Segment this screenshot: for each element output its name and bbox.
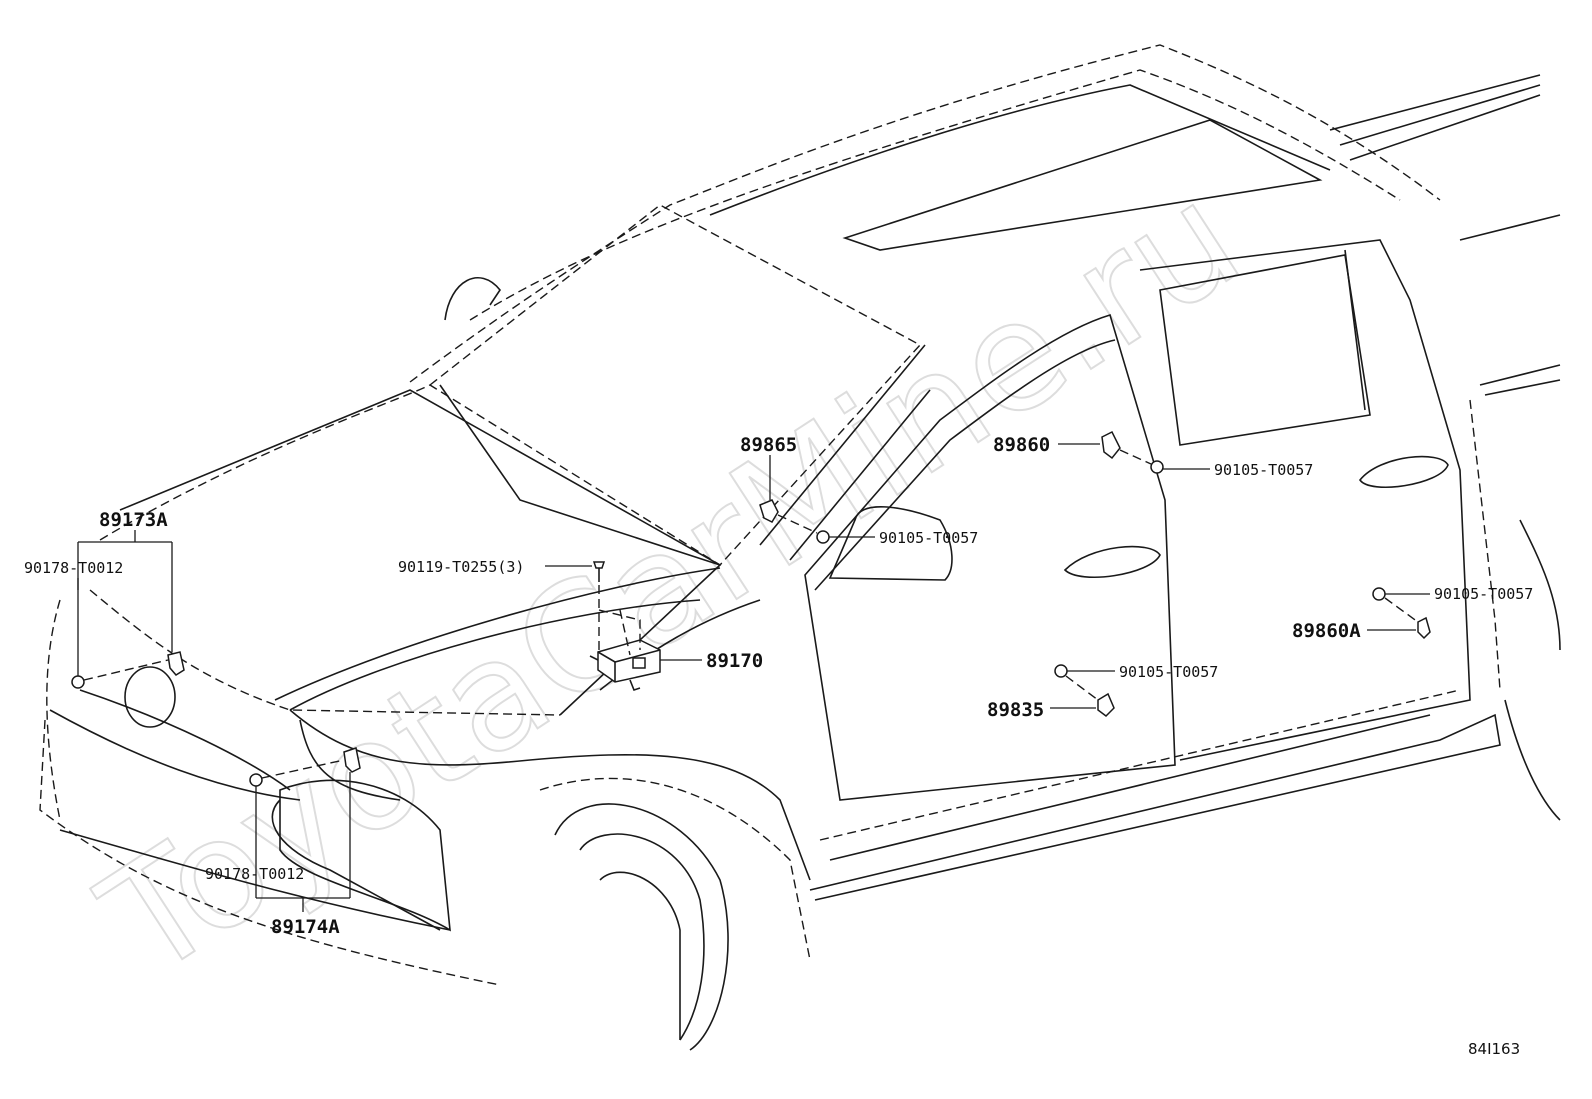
label-90105-b: 90105-T0057 — [1214, 461, 1313, 479]
label-90105-a: 90105-T0057 — [879, 529, 978, 547]
label-90105-c: 90105-T0057 — [1119, 663, 1218, 681]
nut-90178-rh — [249, 773, 263, 787]
bolt-90105-d — [1372, 587, 1386, 601]
label-89860A: 89860A — [1292, 620, 1361, 642]
callout-labels: 89173A 90178-T0012 90119-T0255(3) 89865 … — [24, 434, 1533, 938]
parts-group — [71, 430, 1431, 787]
label-89835: 89835 — [987, 699, 1044, 721]
airbag-ecu — [589, 639, 661, 691]
side-sensor-89860 — [1101, 430, 1121, 460]
label-90178-bottom: 90178-T0012 — [205, 865, 304, 883]
front-airbag-sensor-rh — [343, 747, 361, 773]
nut-90178-lh — [71, 675, 85, 689]
sensor-89835 — [1097, 692, 1115, 717]
label-90105-d: 90105-T0057 — [1434, 585, 1533, 603]
bolt-90105-b — [1150, 460, 1164, 474]
label-89860: 89860 — [993, 434, 1050, 456]
vehicle-outline — [39, 44, 1561, 1051]
label-89865: 89865 — [740, 434, 797, 456]
label-89173A: 89173A — [99, 509, 168, 531]
bolt-90105-a — [816, 530, 830, 544]
bolt-90119 — [592, 561, 606, 582]
label-90119: 90119-T0255(3) — [398, 558, 524, 576]
leader-lines — [77, 443, 1430, 912]
bolt-90105-c — [1054, 664, 1068, 678]
front-airbag-sensor-lh — [167, 651, 185, 676]
figure-code: 84I163 — [1468, 1040, 1520, 1058]
label-89174A: 89174A — [271, 916, 340, 938]
label-90178-top: 90178-T0012 — [24, 559, 123, 577]
rear-sensor-89860a — [1417, 616, 1431, 640]
side-sensor-89865 — [759, 499, 779, 523]
label-89170: 89170 — [706, 650, 763, 672]
